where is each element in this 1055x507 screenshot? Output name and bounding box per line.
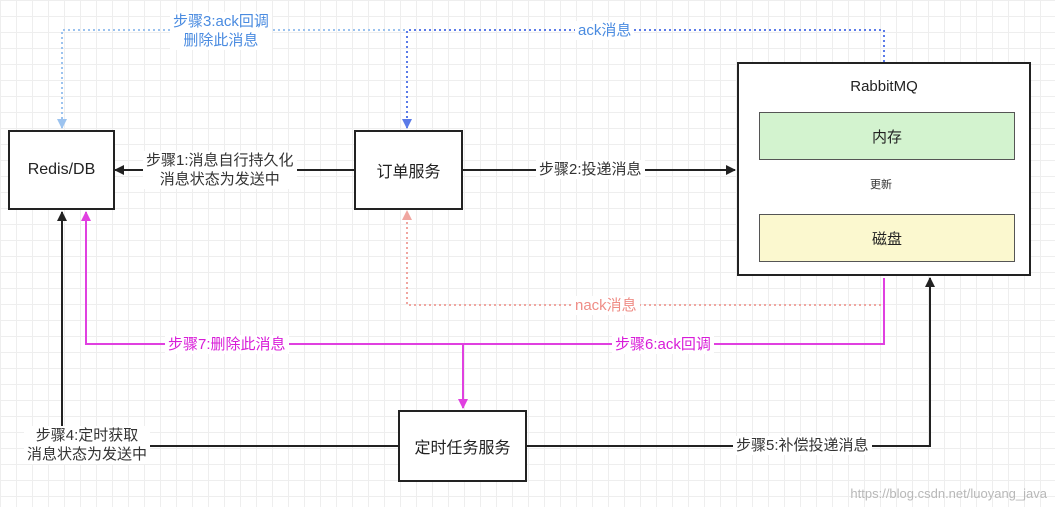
step4-label: 步骤4:定时获取 消息状态为发送中 <box>24 426 151 464</box>
step2-label: 步骤2:投递消息 <box>536 160 645 179</box>
timer-service-label: 定时任务服务 <box>414 440 511 457</box>
redis-db-box: Redis/DB <box>8 130 115 210</box>
watermark: https://blog.csdn.net/luoyang_java <box>850 486 1047 501</box>
rabbitmq-title: RabbitMQ <box>850 78 918 95</box>
step1-label-line1: 步骤1:消息自行持久化 <box>146 152 294 169</box>
edge-step4 <box>57 211 398 447</box>
order-service-box: 订单服务 <box>354 130 463 210</box>
redis-db-label: Redis/DB <box>27 161 96 178</box>
step5-label: 步骤5:补偿投递消息 <box>733 436 872 455</box>
step1-label: 步骤1:消息自行持久化 消息状态为发送中 <box>143 151 297 189</box>
step3-label-line2: 删除此消息 <box>183 32 259 49</box>
disk-label: 磁盘 <box>871 230 902 248</box>
edge-step6-step7 <box>81 211 885 345</box>
order-service-label: 订单服务 <box>376 164 441 181</box>
nack-message-label: nack消息 <box>572 296 640 315</box>
memory-label: 内存 <box>871 128 902 146</box>
edge-nack-message <box>402 210 885 306</box>
ack-message-label: ack消息 <box>575 21 635 40</box>
step3-label: 步骤3:ack回调 删除此消息 <box>170 12 272 50</box>
step1-label-line2: 消息状态为发送中 <box>159 171 280 188</box>
memory-box: 内存 <box>759 112 1015 160</box>
disk-box: 磁盘 <box>759 214 1015 262</box>
step6-label: 步骤6:ack回调 <box>612 335 714 354</box>
step4-label-line1: 步骤4:定时获取 <box>35 427 139 444</box>
step4-label-line2: 消息状态为发送中 <box>27 446 148 463</box>
step7-label: 步骤7:删除此消息 <box>165 335 289 354</box>
update-label: 更新 <box>867 178 895 192</box>
edge-ack-message <box>402 29 885 129</box>
step3-label-line1: 步骤3:ack回调 <box>173 13 269 30</box>
rabbitmq-box: RabbitMQ 内存 磁盘 <box>737 62 1031 276</box>
timer-service-box: 定时任务服务 <box>398 410 527 482</box>
edge-step5 <box>527 277 935 447</box>
